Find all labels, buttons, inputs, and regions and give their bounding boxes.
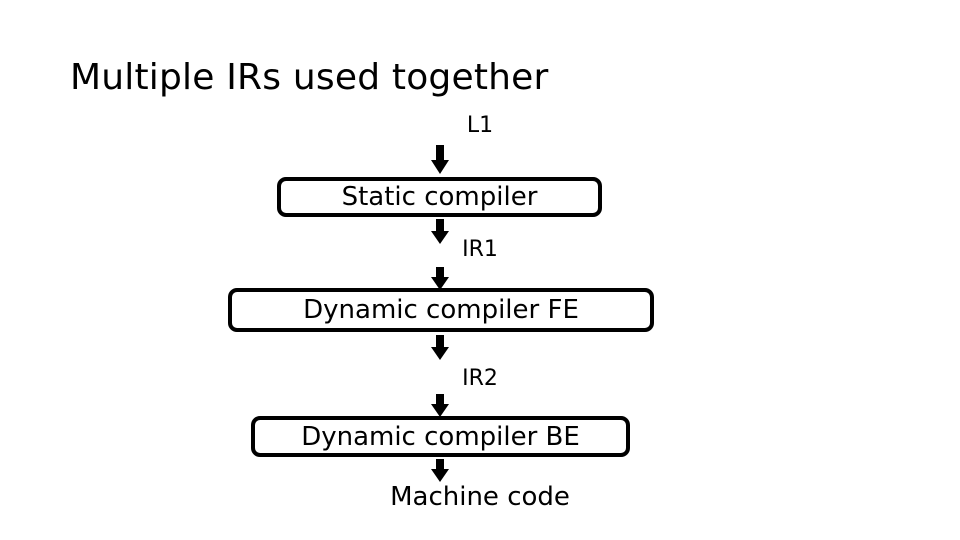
flow-label-l1: L1: [466, 113, 494, 138]
flow-label-ir1: IR1: [462, 237, 498, 262]
flow-label-ir2: IR2: [462, 366, 498, 391]
arrow-down-icon-static-compiler-to-ir1: [430, 219, 450, 245]
arrow-down-icon-dynamic-compiler-be-to-machine-code: [430, 459, 450, 485]
arrow-down-icon-dynamic-compiler-fe-to-ir2: [430, 335, 450, 361]
arrow-down-icon-ir1-to-dynamic-compiler-fe: [430, 267, 450, 293]
page-title: Multiple IRs used together: [70, 57, 549, 98]
flow-box-dynamic-compiler-be[interactable]: Dynamic compiler BE: [251, 416, 630, 457]
arrow-down-icon-l1-to-static-compiler: [430, 145, 450, 174]
flow-box-dynamic-compiler-fe[interactable]: Dynamic compiler FE: [228, 288, 654, 332]
arrow-down-icon-ir2-to-dynamic-compiler-be: [430, 394, 450, 420]
flow-label-machine-code: Machine code: [390, 482, 570, 512]
flow-box-static-compiler[interactable]: Static compiler: [277, 177, 602, 217]
